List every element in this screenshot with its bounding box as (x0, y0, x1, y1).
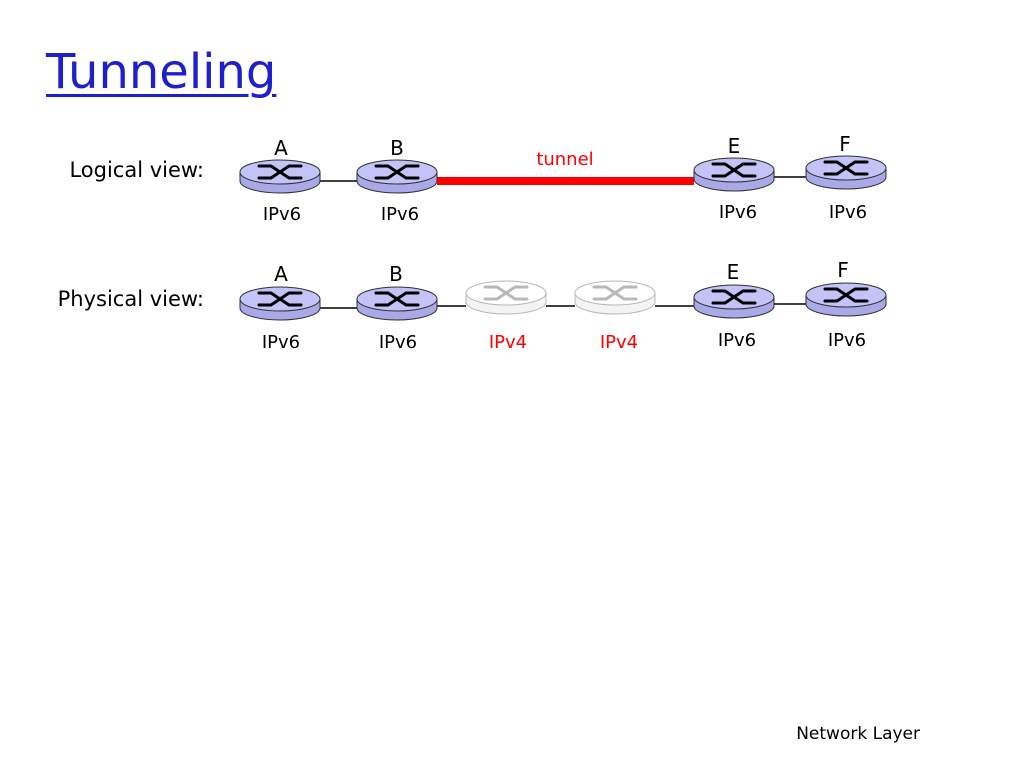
router-protocol: IPv6 (379, 332, 417, 353)
router-name: A (274, 136, 288, 160)
footer-label: Network Layer (796, 724, 920, 744)
router-ipv4-2-physical: IPv4 (573, 279, 657, 353)
router-name: B (390, 136, 404, 160)
router-a-logical: A IPv6 (238, 136, 322, 225)
router-f-physical: F IPv6 (804, 258, 888, 351)
router-protocol: IPv6 (381, 204, 419, 225)
router-a-physical: A IPv6 (238, 262, 322, 353)
router-protocol: IPv6 (262, 332, 300, 353)
router-protocol: IPv6 (263, 204, 301, 225)
router-icon (804, 154, 888, 191)
router-name: F (839, 132, 851, 156)
physical-view: Physical view: A IPv6 B IPv6 IPv4 I (58, 258, 888, 353)
router-protocol: IPv6 (829, 202, 867, 223)
router-protocol: IPv6 (828, 330, 866, 351)
logical-view-label: Logical view: (69, 158, 204, 182)
router-name: B (389, 262, 403, 286)
tunnel-label: tunnel (536, 149, 593, 170)
router-icon (355, 285, 439, 322)
router-e-logical: E IPv6 (692, 134, 776, 223)
router-b-physical: B IPv6 (355, 262, 439, 353)
router-icon (238, 285, 322, 322)
router-icon (464, 279, 548, 316)
router-icon (238, 158, 322, 195)
physical-view-label: Physical view: (58, 287, 204, 311)
router-protocol: IPv4 (600, 332, 638, 353)
router-ipv4-1-physical: IPv4 (464, 279, 548, 353)
slide-title: Tunneling (46, 44, 277, 100)
router-icon (573, 279, 657, 316)
router-name: E (728, 134, 741, 158)
router-name: A (274, 262, 288, 286)
router-protocol: IPv4 (489, 332, 527, 353)
router-name: E (727, 260, 740, 284)
logical-view: Logical view: tunnel A IPv6 B IPv6 E IPv… (69, 132, 888, 225)
router-protocol: IPv6 (718, 330, 756, 351)
router-icon (692, 156, 776, 193)
router-icon (804, 281, 888, 318)
router-e-physical: E IPv6 (692, 260, 776, 351)
router-f-logical: F IPv6 (804, 132, 888, 223)
router-icon (355, 158, 439, 195)
router-protocol: IPv6 (719, 202, 757, 223)
router-icon (692, 283, 776, 320)
router-b-logical: B IPv6 (355, 136, 439, 225)
router-name: F (837, 258, 849, 282)
